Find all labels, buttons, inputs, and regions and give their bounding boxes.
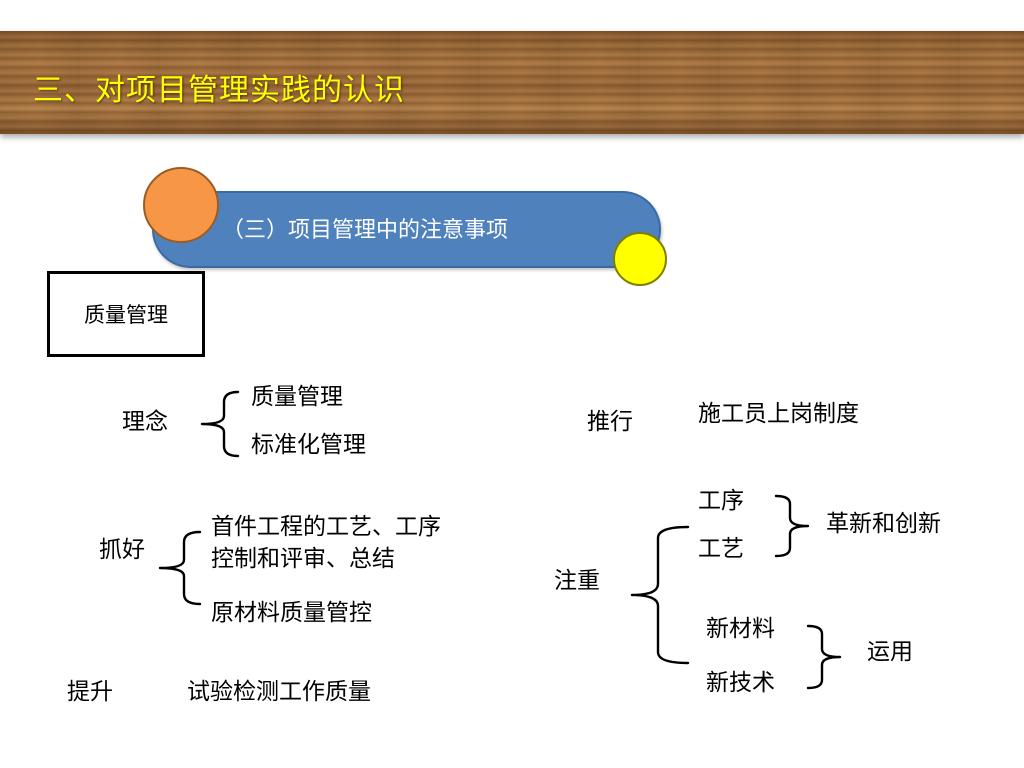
concept-label: 理念 bbox=[122, 409, 168, 435]
wood-header-banner: 三、对项目管理实践的认识 bbox=[0, 31, 1024, 134]
slide-title: 三、对项目管理实践的认识 bbox=[33, 73, 405, 108]
innovation-brace bbox=[774, 494, 810, 558]
promote-label: 推行 bbox=[587, 409, 633, 435]
concept-item-standardization: 标准化管理 bbox=[251, 432, 366, 458]
emphasis-item-new-technology: 新技术 bbox=[706, 670, 775, 696]
grasp-item1-line1: 首件工程的工艺、工序 bbox=[211, 514, 441, 540]
section-title-pill bbox=[152, 191, 661, 268]
improve-label: 提升 bbox=[67, 679, 113, 705]
emphasis-label: 注重 bbox=[554, 568, 600, 594]
application-result: 运用 bbox=[867, 639, 913, 665]
emphasis-item-new-material: 新材料 bbox=[706, 616, 775, 642]
emphasis-item-craft: 工艺 bbox=[698, 536, 744, 562]
innovation-result: 革新和创新 bbox=[826, 511, 941, 537]
grasp-label: 抓好 bbox=[99, 537, 145, 563]
promote-item: 施工员上岗制度 bbox=[698, 401, 859, 427]
improve-item: 试验检测工作质量 bbox=[187, 679, 371, 705]
quality-management-box: 质量管理 bbox=[47, 271, 205, 357]
grasp-brace bbox=[158, 530, 202, 606]
grasp-item1-line2: 控制和评审、总结 bbox=[211, 546, 395, 572]
yellow-circle-decoration bbox=[613, 232, 667, 286]
grasp-item2: 原材料质量管控 bbox=[211, 600, 372, 626]
orange-circle-decoration bbox=[143, 167, 219, 243]
concept-item-quality: 质量管理 bbox=[251, 384, 343, 410]
quality-management-box-label: 质量管理 bbox=[84, 303, 168, 327]
emphasis-item-process: 工序 bbox=[698, 488, 744, 514]
application-brace bbox=[806, 624, 842, 690]
concept-brace bbox=[200, 390, 240, 458]
section-title: （三）项目管理中的注意事项 bbox=[222, 218, 509, 243]
emphasis-brace bbox=[630, 525, 690, 665]
